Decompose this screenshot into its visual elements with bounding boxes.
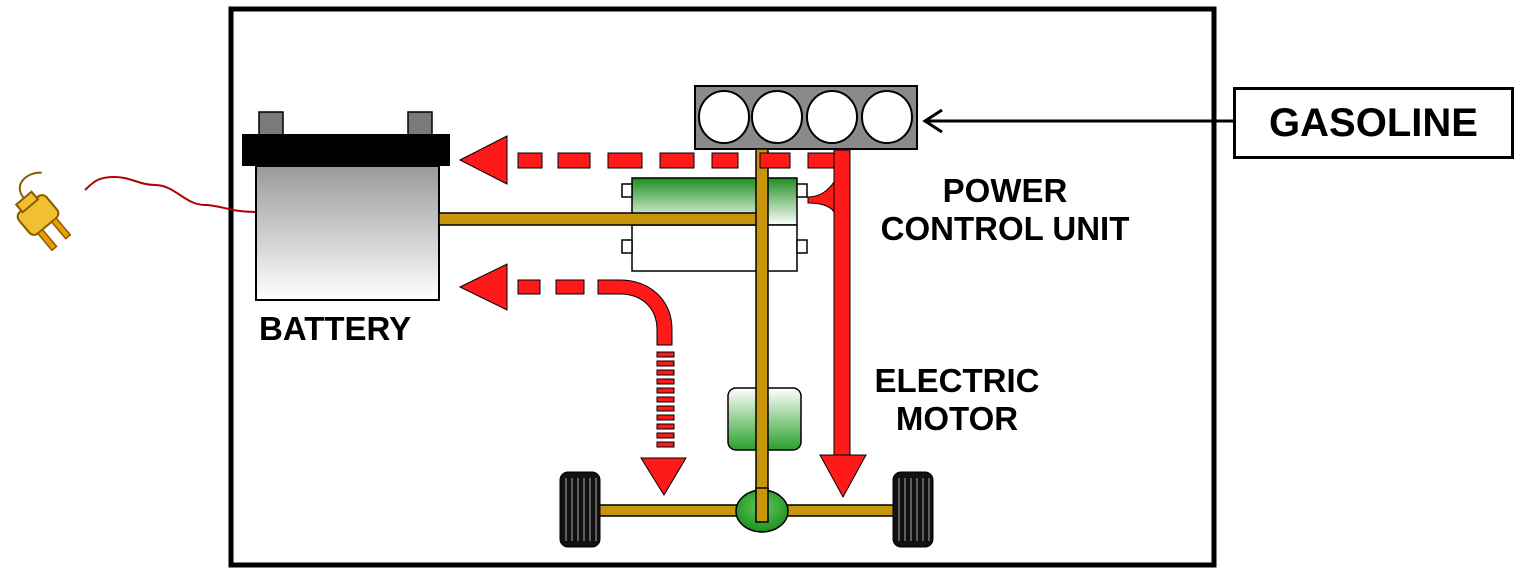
energy-flow-arrows [458,135,867,499]
motor-label-line1: ELECTRIC [874,362,1040,399]
motor-label-line2: MOTOR [895,400,1019,437]
power-control-unit-label: POWER CONTROL UNIT [855,172,1155,248]
pcu-label-line2: CONTROL UNIT [880,210,1130,247]
gasoline-label: GASOLINE [1269,100,1478,145]
gasoline-feed-arrow [922,108,1233,134]
wheel-right [892,471,934,548]
electric-motor-label: ELECTRIC MOTOR [852,362,1062,438]
pcu-label-line1: POWER [942,172,1068,209]
wheel-left [559,471,601,548]
battery [242,111,450,301]
engine-block [694,85,918,150]
battery-label: BATTERY [259,310,412,347]
gasoline-box: GASOLINE [1233,87,1514,159]
plug-icon [14,171,256,252]
